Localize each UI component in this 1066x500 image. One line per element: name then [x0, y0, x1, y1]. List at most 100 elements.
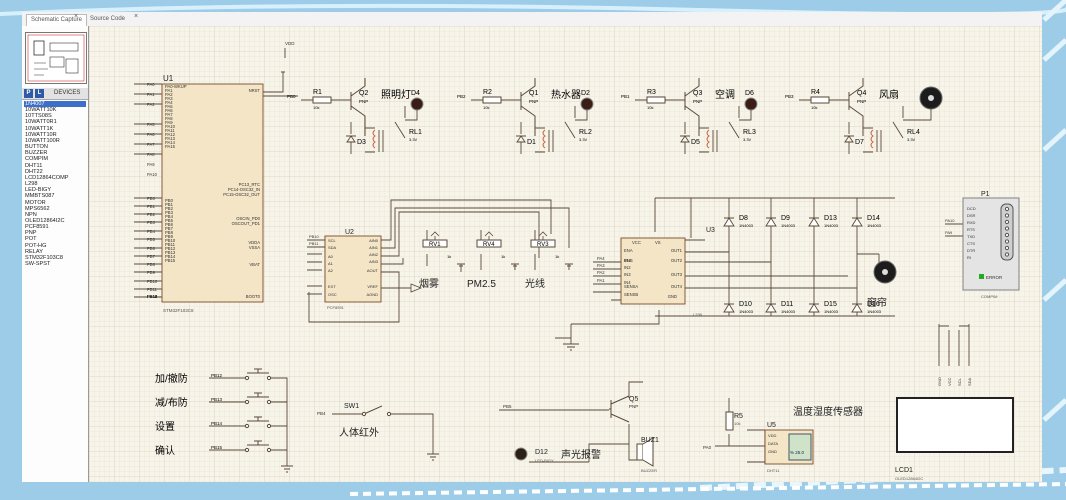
button-net-label: PB14 — [211, 421, 223, 426]
device-list-item[interactable]: OLED12864I2C — [25, 217, 65, 224]
device-list-item[interactable]: COMPIM — [25, 156, 48, 163]
relay-coil[interactable] — [364, 106, 406, 153]
appliance-label: 热水器 — [551, 88, 581, 101]
relay-coil[interactable] — [534, 106, 576, 153]
base-resistor[interactable] — [646, 96, 666, 104]
flyback-diode[interactable] — [346, 122, 356, 154]
close-icon[interactable]: × — [74, 13, 79, 20]
base-resistor[interactable] — [482, 96, 502, 104]
device-list-item[interactable]: MOTOR — [25, 199, 46, 206]
relay-coil[interactable] — [862, 106, 904, 153]
buzzer[interactable] — [636, 443, 644, 461]
device-list-item[interactable]: L298 — [25, 181, 38, 188]
button-label: 减/布防 — [155, 396, 188, 409]
device-list-item[interactable]: RELAY — [25, 248, 43, 255]
schematic-preview[interactable] — [25, 32, 87, 84]
dht-pullup-resistor[interactable] — [725, 411, 734, 431]
device-list-item[interactable]: DHT22 — [25, 168, 43, 175]
device-list-item[interactable]: POT — [25, 236, 37, 243]
error-led — [979, 274, 984, 279]
device-list-item[interactable]: STM32F103C8 — [25, 254, 63, 261]
device-list-item[interactable]: 10WATT10K — [25, 107, 57, 114]
device-list-item[interactable]: 10TTS08S — [25, 113, 52, 120]
indicator-led[interactable] — [580, 97, 594, 111]
device-list-item[interactable]: MPS6562 — [25, 205, 50, 212]
mcu-pin-label: PB3 — [165, 210, 174, 215]
adc-pin-label: VREF — [367, 284, 378, 289]
pick-device-button[interactable]: P — [24, 89, 33, 98]
device-list-item[interactable]: LED-BIGY — [25, 187, 52, 194]
mcu-net-label: PB4 — [147, 229, 156, 234]
relay-coil[interactable] — [698, 106, 740, 153]
buzzer-ref: BUZ1 — [641, 437, 659, 444]
pir-switch[interactable] — [363, 405, 383, 415]
device-list-item[interactable]: LCD12864COMP — [25, 174, 69, 181]
adc-pin-label: A1 — [328, 261, 334, 266]
flyback-diode[interactable] — [844, 122, 854, 154]
adc-body[interactable] — [324, 235, 382, 303]
resistor-value: 10k — [647, 105, 653, 110]
device-list-item[interactable]: 10WATT100R — [25, 137, 60, 144]
mcu-pin-label: PA6 — [165, 108, 173, 113]
mcu-net-label: PA10 — [147, 172, 158, 177]
base-resistor[interactable] — [810, 96, 830, 104]
device-list-item[interactable]: POT-HG — [25, 242, 47, 249]
mcu-net-label: PB0 — [147, 196, 156, 201]
dht-pin-label: VDD — [768, 433, 777, 438]
base-resistor[interactable] — [312, 96, 332, 104]
motor-driver-body[interactable] — [620, 237, 686, 305]
pot-value: 1k — [447, 254, 451, 259]
alarm-led[interactable] — [514, 447, 528, 461]
mcu-net-label: PB6 — [147, 246, 156, 251]
lcd-body[interactable] — [896, 397, 1014, 453]
alarm-q-type: PNP — [629, 404, 638, 409]
device-list-item[interactable]: DHT11 — [25, 162, 43, 169]
relay-voltage: 3.3V — [579, 137, 588, 142]
device-list-item[interactable]: BUZZER — [25, 150, 48, 157]
flyback-diode[interactable] — [680, 122, 690, 154]
device-list-item[interactable]: SW-SPST — [25, 261, 51, 268]
mcu-body[interactable] — [161, 83, 264, 303]
mcu-pin-label: PA11 — [165, 128, 175, 133]
mcu-pin-label: PA3 — [165, 96, 173, 101]
device-list-item[interactable]: NPN — [25, 211, 37, 218]
diode-ref: D7 — [855, 139, 864, 146]
device-list-item[interactable]: MMBTS087 — [25, 193, 55, 200]
device-list-item[interactable]: PNP — [25, 230, 37, 237]
mcu-net-label: PB2 — [147, 212, 156, 217]
tab-schematic-capture[interactable]: Schematic Capture — [26, 14, 88, 26]
device-list-item[interactable]: PCF8591 — [25, 224, 49, 231]
library-button[interactable]: L — [35, 89, 44, 98]
driver-net-label: PA4 — [597, 256, 605, 261]
device-list-item[interactable]: 10WATT0R1 — [25, 119, 57, 126]
close-icon[interactable]: × — [134, 13, 139, 20]
alarm-transistor[interactable] — [609, 395, 630, 423]
mcu-net-label: PB14 — [147, 294, 158, 299]
flyback-diode[interactable] — [516, 122, 526, 154]
device-list-item[interactable]: BUTTON — [25, 144, 48, 151]
led-ref: D4 — [411, 90, 420, 97]
indicator-led[interactable] — [744, 97, 758, 111]
device-list-item[interactable]: 10WATT10R — [25, 131, 57, 138]
indicator-led[interactable] — [410, 97, 424, 111]
device-list-item[interactable]: 10WATT1K — [25, 125, 54, 132]
tab-source-code[interactable]: Source Code — [90, 16, 126, 22]
device-list-item[interactable]: 1N4007 — [24, 101, 86, 108]
